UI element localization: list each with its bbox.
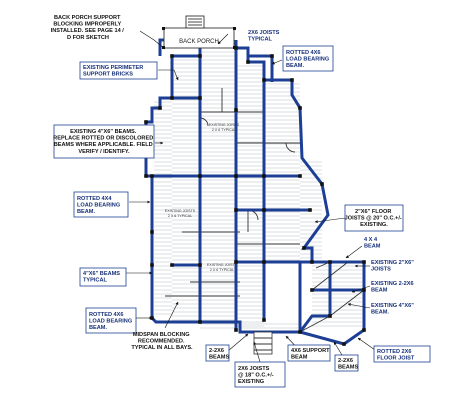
support-brick	[198, 54, 202, 58]
svg-text:2-2X6 BEAMS: 2-2X6 BEAMS	[338, 358, 358, 371]
callout-4x6-beams-typical: 4"X6" BEAMS TYPICAL	[79, 267, 127, 287]
callout-2-2x6-beams-right: 2-2X6 BEAMS	[334, 354, 358, 372]
support-brick	[310, 288, 314, 292]
svg-text:4X6 SUPPORT BEAM: 4X6 SUPPORT BEAM	[291, 348, 331, 361]
callout-rotted-2x6-floor-joist: ROTTED 2X6 FLOOR JOIST	[373, 345, 431, 363]
svg-text:EXISTING 4"X6" BEAM.: EXISTING 4"X6" BEAM.	[371, 303, 415, 316]
callout-rotted-4x6-lower: ROTTED 4X6 LOAD BEARING BEAM.	[85, 307, 137, 334]
support-brick	[298, 174, 302, 178]
svg-text:2X6 JOISTS @ 18" O.C.+/-: 2X6 JOISTS @ 18" O.C.+/- EXISTING	[238, 366, 275, 385]
support-brick	[150, 230, 154, 234]
support-brick	[234, 174, 238, 178]
svg-text:EXISTING 2"X6" JOISTS: EXISTING 2"X6" JOISTS	[371, 260, 415, 273]
support-brick	[298, 106, 302, 110]
support-brick	[198, 96, 202, 100]
callout-existing-4x6-beams: EXISTING 4"X6" BEAMS. REPLACE ROTTED OR …	[53, 124, 155, 159]
support-brick	[262, 318, 266, 322]
svg-text:4"X6" BEAMS TYPICAL: 4"X6" BEAMS TYPICAL	[83, 271, 122, 284]
support-brick	[362, 260, 366, 264]
support-brick	[342, 342, 346, 346]
svg-text:MIDSPAN BLOCKING RECOMME: MIDSPAN BLOCKING RECOMMENDED. TYPICAL IN…	[131, 332, 193, 351]
callout-perimeter-bricks: EXISTING PERIMETER SUPPORT BRICKS	[79, 61, 158, 80]
svg-text:ROTTED 2X6 FLOOR JOIST: ROTTED 2X6 FLOOR JOIST	[377, 349, 415, 362]
support-brick	[290, 78, 294, 82]
callout-4x6-support-beam: 4X6 SUPPORT BEAM	[287, 344, 331, 362]
support-brick	[328, 260, 332, 264]
support-brick	[144, 120, 148, 124]
support-brick	[262, 260, 266, 264]
svg-text:ROTTED 4X4 LOAD BEARING: ROTTED 4X4 LOAD BEARING BEAM.	[77, 196, 122, 215]
support-bricks	[144, 46, 366, 346]
svg-text:ROTTED 4X6 LOAD BEARING: ROTTED 4X6 LOAD BEARING BEAM.	[286, 50, 331, 69]
callout-4x4-beam: 4 X 4 BEAM	[364, 237, 381, 250]
callout-2x6-joists-18oc: 2X6 JOISTS @ 18" O.C.+/- EXISTING	[234, 361, 286, 388]
support-brick	[302, 246, 306, 250]
back-porch: BACK PORCH	[162, 15, 236, 49]
support-brick	[158, 106, 162, 110]
leader-lines	[126, 30, 376, 363]
beams	[152, 48, 364, 332]
support-brick	[144, 174, 148, 178]
support-brick	[262, 78, 266, 82]
support-brick	[328, 314, 332, 318]
support-brick	[298, 330, 302, 334]
callout-floor-joists-20oc: 2"X6" FLOOR JOISTS @ 20" O.C.+/- EXISTIN…	[344, 204, 404, 232]
support-brick	[308, 208, 312, 212]
callout-midspan-blocking: MIDSPAN BLOCKING RECOMMENDED. TYPICAL IN…	[131, 332, 193, 351]
svg-text:2"X6" FLOOR JOISTS @ 20": 2"X6" FLOOR JOISTS @ 20" O.C.+/- EXISTIN…	[345, 209, 404, 228]
support-brick	[170, 96, 174, 100]
support-brick	[320, 182, 324, 186]
support-brick	[234, 328, 238, 332]
svg-text:2X6 JOISTS TYPICAL: 2X6 JOISTS TYPICAL	[248, 30, 281, 43]
support-brick	[270, 54, 274, 58]
support-brick	[234, 260, 238, 264]
back-porch-label: BACK PORCH	[179, 39, 219, 45]
callout-back-porch: BACK PORCH SUPPORT BLOCKING IMPROPERLY I…	[51, 15, 126, 41]
svg-text:BACK PORCH SUPPORT BLOCK: BACK PORCH SUPPORT BLOCKING IMPROPERLY I…	[51, 15, 126, 41]
support-brick	[150, 174, 154, 178]
callout-2x6-joists-top: 2X6 JOISTS TYPICAL	[248, 30, 281, 43]
support-brick	[198, 174, 202, 178]
svg-text:ROTTED 4X6 LOAD BEARING: ROTTED 4X6 LOAD BEARING BEAM.	[89, 312, 134, 331]
support-brick	[170, 54, 174, 58]
support-brick	[362, 328, 366, 332]
svg-text:EXISTING PERIMETER SUPPO: EXISTING PERIMETER SUPPORT BRICKS	[83, 65, 145, 78]
svg-text:EXISTING 2-2X6 BEAM: EXISTING 2-2X6 BEAM	[371, 281, 415, 294]
callout-existing-2x6-joists: EXISTING 2"X6" JOISTS	[371, 260, 415, 273]
svg-text:EXISTING 4"X6" BEAMS. RE: EXISTING 4"X6" BEAMS. REPLACE ROTTED OR …	[53, 129, 155, 155]
support-brick	[310, 260, 314, 264]
support-brick	[150, 263, 154, 267]
support-brick	[198, 320, 202, 324]
interior-walls	[165, 88, 300, 297]
support-brick	[262, 174, 266, 178]
support-brick	[362, 288, 366, 292]
callout-existing-4x6-beam: EXISTING 4"X6" BEAM.	[371, 303, 415, 316]
support-brick	[234, 108, 238, 112]
callout-rotted-4x4-left: ROTTED 4X4 LOAD BEARING BEAM.	[73, 191, 129, 218]
support-brick	[198, 263, 202, 267]
support-brick	[234, 208, 238, 212]
support-brick	[262, 208, 266, 212]
support-brick	[170, 263, 174, 267]
callout-rotted-4x6-top: ROTTED 4X6 LOAD BEARING BEAM.	[282, 45, 334, 72]
svg-text:4 X 4 BEAM: 4 X 4 BEAM	[364, 237, 381, 250]
corner-porch	[299, 261, 365, 333]
svg-text:2-2X6 BEAMS: 2-2X6 BEAMS	[209, 348, 229, 361]
callout-existing-2-2x6-beam: EXISTING 2-2X6 BEAM	[371, 281, 415, 294]
callout-2-2x6-beams-left: 2-2X6 BEAMS	[205, 344, 229, 362]
support-brick	[246, 60, 250, 64]
